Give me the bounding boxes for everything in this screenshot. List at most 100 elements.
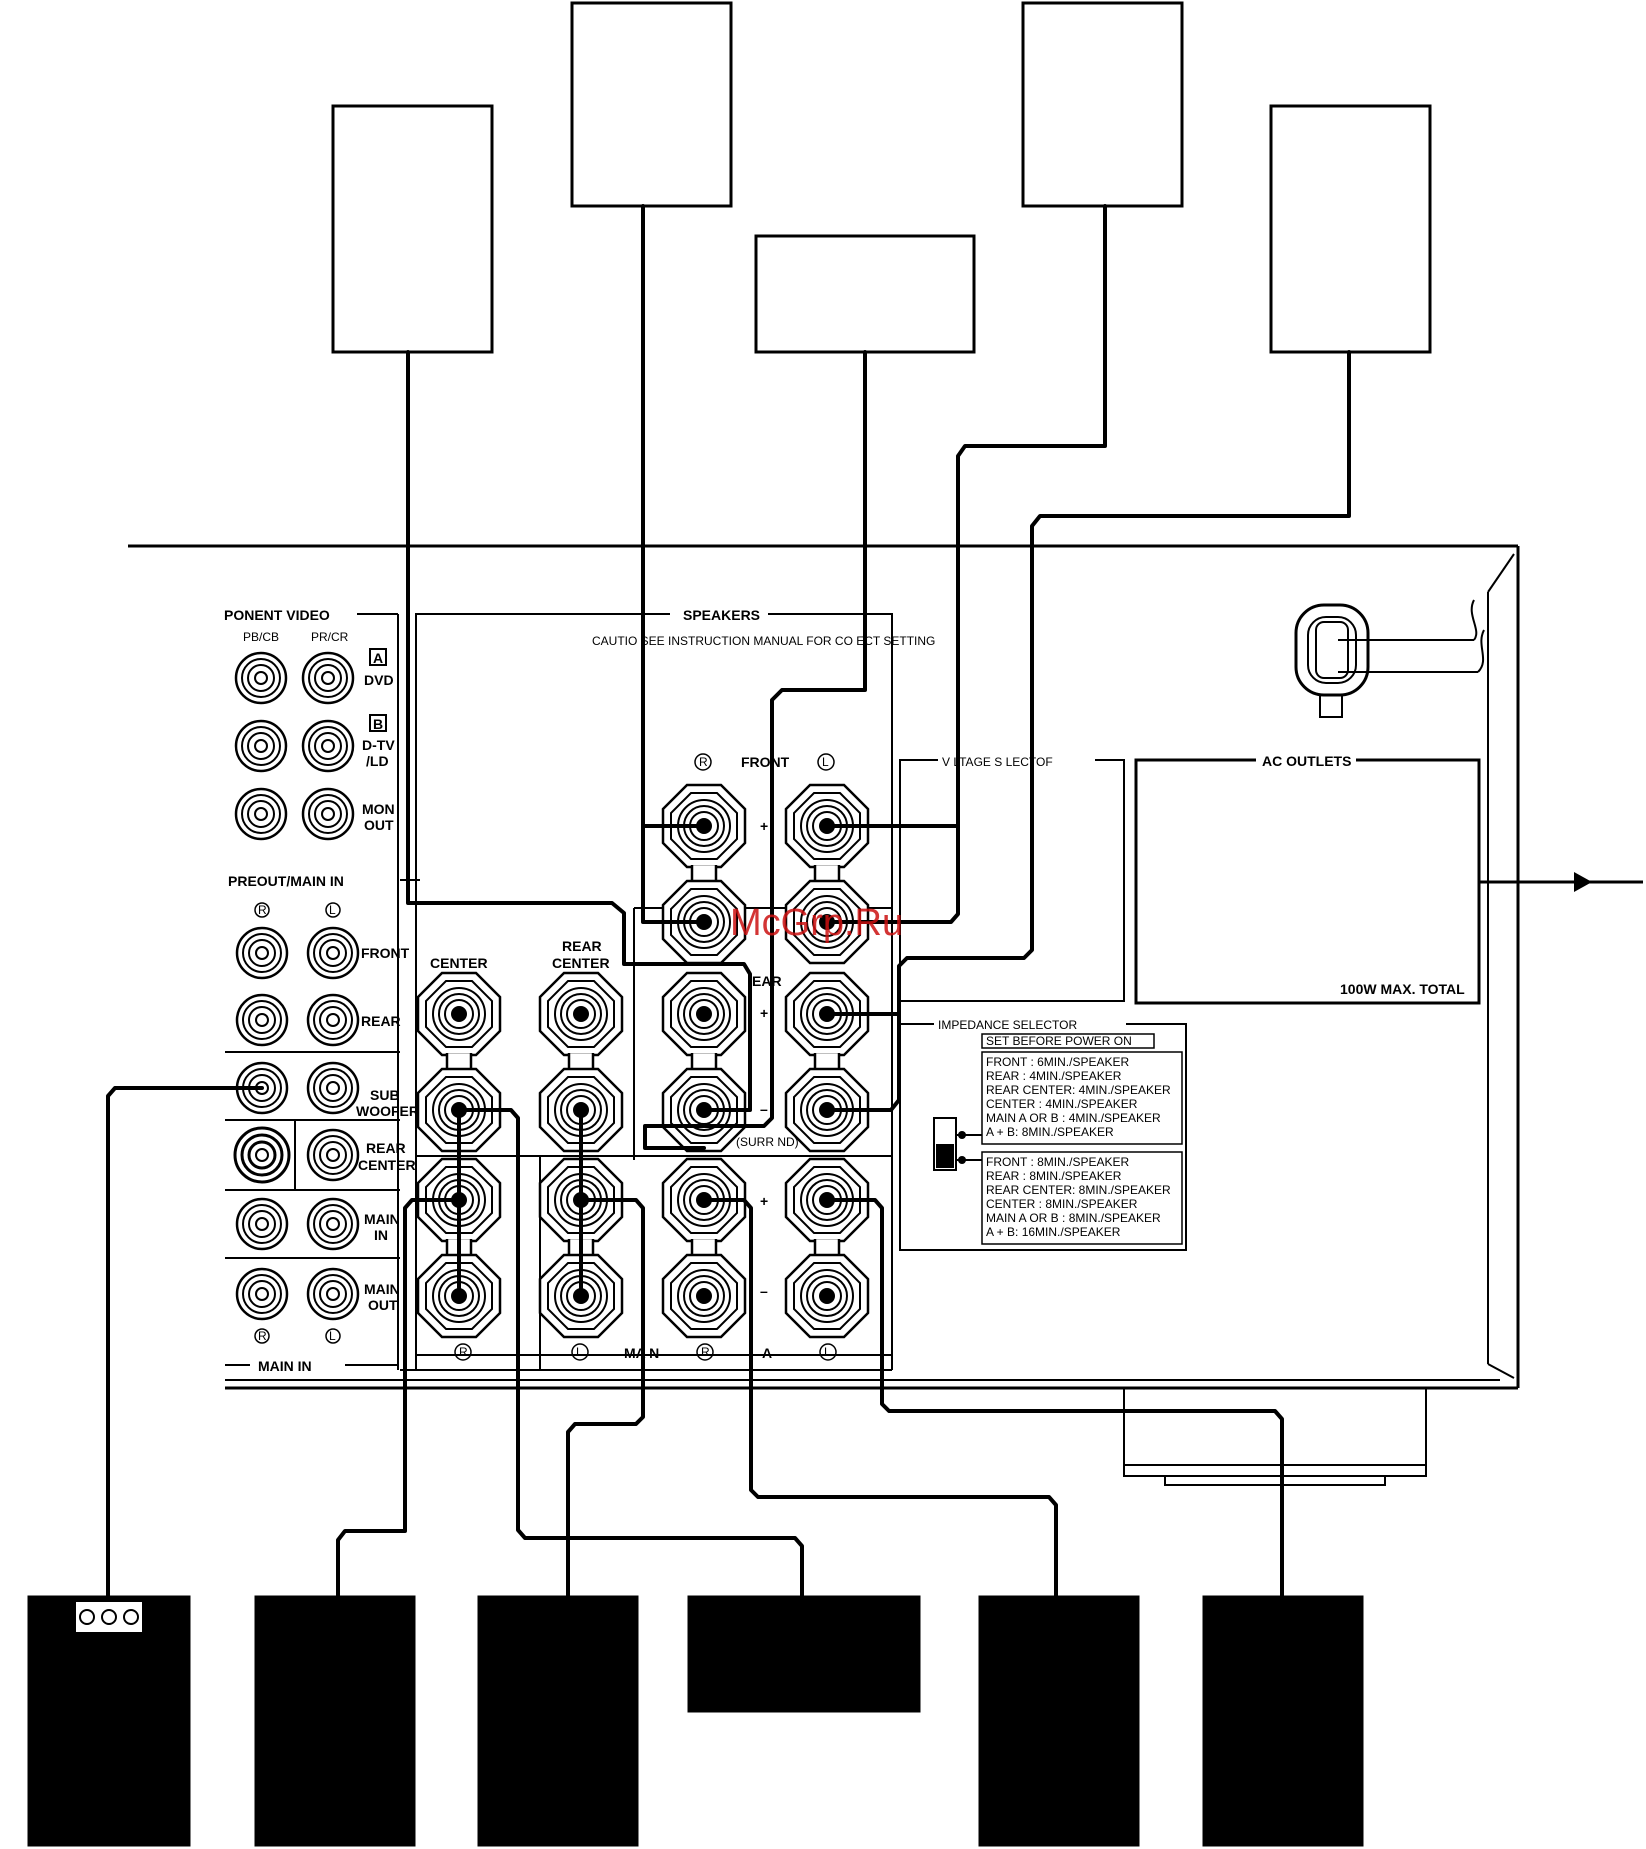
impedance-upper-row: FRONT : 6MIN./SPEAKER [986, 1055, 1129, 1069]
main-b-left-mark: L [576, 1345, 583, 1359]
component-jack-pr-a[interactable] [301, 651, 355, 705]
preout-front-right-jack[interactable] [235, 926, 289, 980]
center-label: CENTER [430, 955, 488, 971]
impedance-lower-row: FRONT : 8MIN./SPEAKER [986, 1155, 1129, 1169]
ac-outlet-arrow [1479, 872, 1643, 892]
component-jack-pb-mon[interactable] [234, 787, 288, 841]
main-out-left-jack[interactable] [306, 1267, 360, 1321]
main-minus: – [760, 1283, 768, 1299]
main-a-left-mark: L [824, 1345, 831, 1359]
preout-rear-label: REAR [361, 1013, 401, 1029]
speaker-front-right-box [331, 104, 494, 354]
subwoofer-box [27, 1595, 191, 1847]
main-out-label-2: OUT [368, 1297, 398, 1313]
preout-front-label: FRONT [361, 945, 410, 961]
impedance-set-before: SET BEFORE POWER ON [986, 1034, 1132, 1048]
speaker-main-b-left-box [477, 1595, 639, 1847]
rear-label: EAR [752, 973, 782, 989]
speaker-rear-left-box [1021, 1, 1184, 208]
impedance-upper-row: REAR CENTER: 4MIN./SPEAKER [986, 1083, 1171, 1097]
main-a-label: A [762, 1345, 772, 1361]
subwoofer-in-jack[interactable] [306, 1061, 360, 1115]
main-in-bottom-label: MAIN IN [258, 1358, 312, 1374]
impedance-lower-row: MAIN A OR B : 8MIN./SPEAKER [986, 1211, 1161, 1225]
impedance-lower-row: A + B: 16MIN./SPEAKER [986, 1225, 1121, 1239]
input-a-label: A [373, 650, 383, 666]
main-b-right-mark: R [459, 1345, 468, 1359]
preout-rear-left-jack[interactable] [306, 993, 360, 1047]
pr-label: PR/CR [311, 630, 349, 644]
rear-plus: + [760, 1005, 768, 1021]
speaker-center-box [754, 234, 976, 354]
component-jack-pr-b[interactable] [301, 719, 355, 773]
rear-center-label-2: CENTER [358, 1157, 416, 1173]
woofer-label: WOOFER [356, 1103, 419, 1119]
mon-label: MON [362, 801, 395, 817]
component-jack-pb-a[interactable] [234, 651, 288, 705]
main-in-right-jack[interactable] [235, 1197, 289, 1251]
main-a-right-terminal[interactable] [663, 1159, 745, 1337]
speaker-main-b-right-box [254, 1595, 416, 1847]
impedance-lower-row: CENTER : 8MIN./SPEAKER [986, 1197, 1138, 1211]
dtv-label: D-TV [362, 737, 395, 753]
receiver-chassis [128, 544, 1520, 1486]
speaker-wires-bottom [106, 1086, 1284, 1598]
preout-rear-right-jack[interactable] [235, 993, 289, 1047]
speaker-front-left-alt-box [570, 1, 733, 208]
watermark: McGrp.Ru [730, 902, 903, 944]
rear-left-terminal[interactable] [786, 973, 868, 1151]
component-jack-pr-mon[interactable] [301, 787, 355, 841]
speaker-wires-top [406, 204, 1351, 1150]
power-cord [1294, 599, 1485, 718]
ac-outlets-title: AC OUTLETS [1262, 753, 1351, 769]
main-out-right-label: R [258, 1329, 267, 1343]
voltage-selector-frame [899, 759, 1125, 1002]
rear-center-label-a: REAR [562, 938, 602, 954]
front-plus: + [760, 818, 768, 834]
pb-label: PB/CB [243, 630, 279, 644]
impedance-selector-frame [899, 1023, 1187, 1251]
main-out-right-jack[interactable] [235, 1267, 289, 1321]
preout-right-label: R [258, 903, 267, 917]
main-in-label-1: MAIN [364, 1211, 400, 1227]
sub-label: SUB [370, 1087, 400, 1103]
speaker-rear-center-box [687, 1595, 921, 1713]
dvd-label: DVD [364, 672, 394, 688]
speakers-title: SPEAKERS [683, 607, 760, 623]
impedance-upper-row: A + B: 8MIN./SPEAKER [986, 1125, 1114, 1139]
preout-front-left-jack[interactable] [306, 926, 360, 980]
rear-minus: – [760, 1101, 768, 1117]
ac-outlets-note: 100W MAX. TOTAL [1340, 981, 1465, 997]
main-a-right-mark: R [701, 1345, 710, 1359]
main-out-label-1: MAIN [364, 1281, 400, 1297]
component-video-label: PONENT VIDEO [224, 607, 330, 623]
ld-label: /LD [366, 753, 389, 769]
speaker-main-a-right-box [978, 1595, 1140, 1847]
ac-outlets-frame [1134, 758, 1481, 1005]
front-label: FRONT [741, 754, 790, 770]
preout-main-in-label: PREOUT/MAIN IN [228, 873, 344, 889]
main-a-left-terminal[interactable] [786, 1159, 868, 1337]
rear-center-main-in-jack[interactable] [306, 1128, 360, 1182]
speaker-main-a-left-box [1202, 1595, 1364, 1847]
rear-center-label-1: REAR [366, 1140, 406, 1156]
rear-center-preout-jack[interactable] [233, 1126, 291, 1184]
main-in-left-jack[interactable] [306, 1197, 360, 1251]
impedance-upper-row: MAIN A OR B : 4MIN./SPEAKER [986, 1111, 1161, 1125]
impedance-upper-row: CENTER : 4MIN./SPEAKER [986, 1097, 1138, 1111]
surround-label: (SURR ND) [736, 1135, 799, 1149]
main-plus: + [760, 1193, 768, 1209]
front-left-mark: L [822, 755, 829, 769]
speakers-caution: CAUTIO SEE INSTRUCTION MANUAL FOR CO ECT… [592, 634, 935, 648]
component-jack-pb-b[interactable] [234, 719, 288, 773]
preout-left-label: L [329, 903, 336, 917]
impedance-lower-row: REAR CENTER: 8MIN./SPEAKER [986, 1183, 1171, 1197]
impedance-upper-row: REAR : 4MIN./SPEAKER [986, 1069, 1122, 1083]
rear-center-label-b: CENTER [552, 955, 610, 971]
input-b-label: B [373, 716, 383, 732]
speaker-rear-right-box [1269, 104, 1432, 354]
impedance-selector-title: IMPEDANCE SELECTOR [938, 1018, 1077, 1032]
out-label: OUT [364, 817, 394, 833]
main-out-left-label: L [329, 1329, 336, 1343]
